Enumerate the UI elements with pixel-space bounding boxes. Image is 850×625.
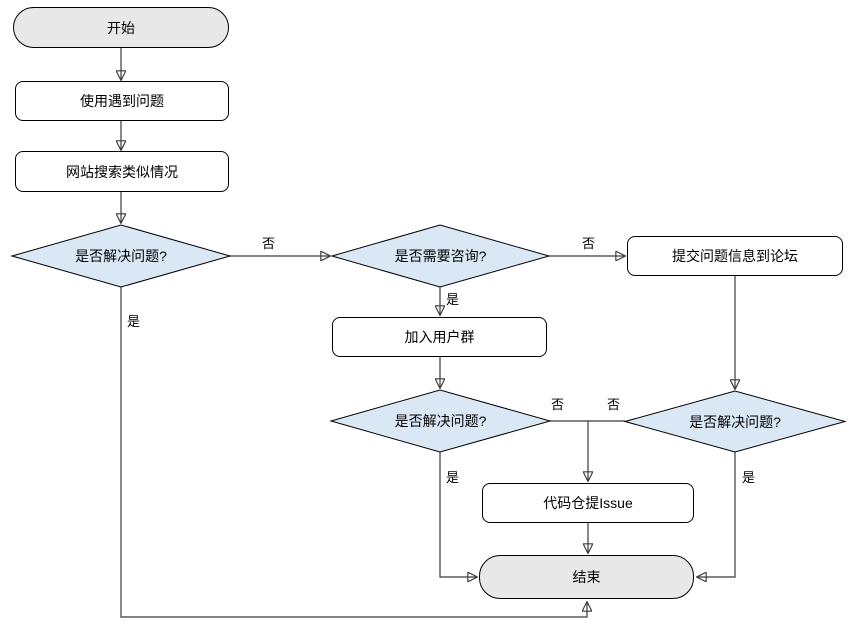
node-group-label: 加入用户群	[404, 329, 475, 345]
node-consult: 是否需要咨询?	[332, 225, 549, 287]
node-group: 加入用户群	[332, 317, 547, 357]
node-end-label: 结束	[572, 569, 601, 585]
diamond-shape	[625, 391, 845, 452]
edge-solved3-yes-to-end	[698, 452, 736, 577]
edge-label-solved3-yes: 是	[742, 470, 756, 485]
node-forum: 提交问题信息到论坛	[627, 236, 843, 276]
edge-label-consult-no: 否	[582, 236, 596, 251]
diamond-shape	[12, 225, 230, 287]
edge-label-consult-yes: 是	[446, 292, 460, 307]
node-solved1: 是否解决问题?	[12, 225, 230, 287]
node-issue-label: 代码仓提Issue	[543, 495, 633, 511]
node-search-label: 网站搜索类似情况	[66, 163, 178, 180]
node-start-label: 开始	[107, 19, 135, 36]
node-problem-label: 使用遇到问题	[80, 93, 164, 109]
node-forum-label: 提交问题信息到论坛	[672, 248, 798, 264]
node-solved2-label: 是否解决问题?	[394, 413, 487, 429]
edge-label-solved2-yes: 是	[446, 470, 460, 485]
node-solved3-label: 是否解决问题?	[689, 413, 781, 430]
edge-solved2-yes-to-end	[439, 452, 476, 577]
edge-label-solved1-yes: 是	[127, 314, 141, 329]
edge-label-solved3-no: 否	[607, 397, 621, 412]
node-consult-label: 是否需要咨询?	[394, 248, 487, 264]
edge-solved1-yes-to-end	[120, 287, 587, 618]
node-start: 开始	[13, 7, 229, 48]
node-end: 结束	[479, 555, 694, 599]
node-search: 网站搜索类似情况	[15, 151, 229, 192]
node-problem: 使用遇到问题	[15, 81, 229, 121]
diamond-shape	[332, 225, 549, 287]
node-issue: 代码仓提Issue	[482, 483, 694, 523]
node-solved2: 是否解决问题?	[331, 390, 550, 452]
node-solved1-label: 是否解决问题?	[75, 248, 167, 264]
node-solved3: 是否解决问题?	[625, 391, 845, 452]
diamond-shape	[331, 390, 550, 452]
edge-label-solved1-no: 否	[262, 236, 276, 251]
edge-label-solved2-no: 否	[551, 397, 565, 412]
